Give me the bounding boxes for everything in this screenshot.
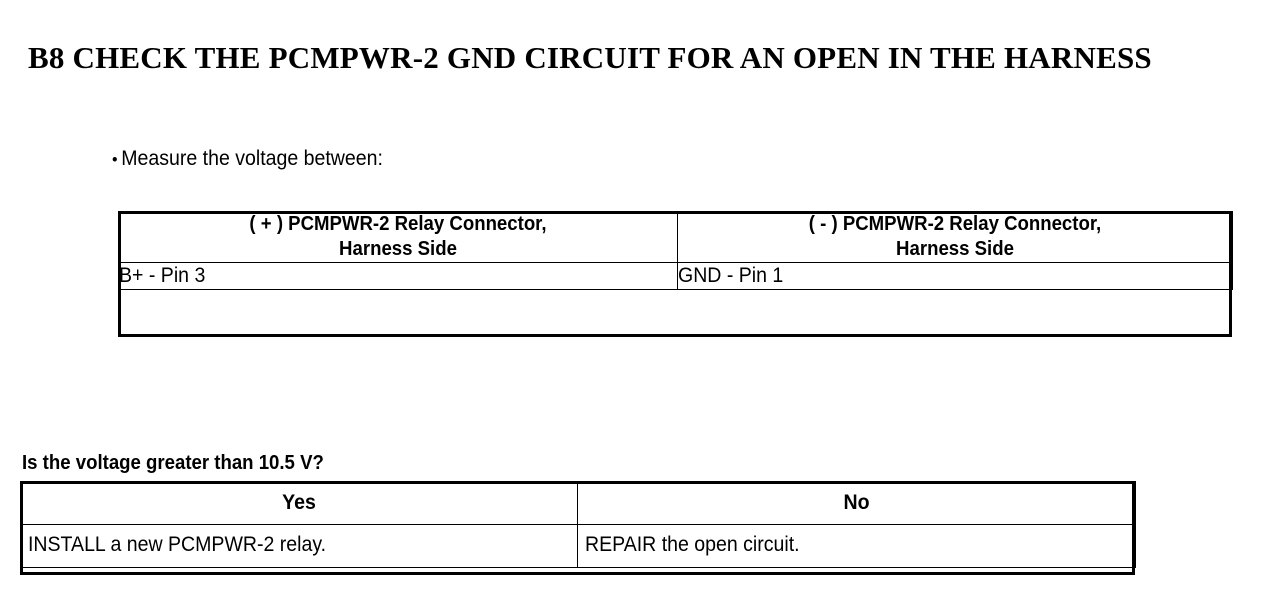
measurement-value-positive: B+ - Pin 3 xyxy=(119,264,206,287)
header-line-1: ( - ) PCMPWR-2 Relay Connector, xyxy=(808,213,1102,235)
decision-header-yes-label: Yes xyxy=(282,491,316,514)
measurement-table: ( + ) PCMPWR-2 Relay Connector, Harness … xyxy=(118,211,1233,290)
header-line-1: ( + ) PCMPWR-2 Relay Connector, xyxy=(249,213,547,235)
header-line-2: Harness Side xyxy=(339,238,457,260)
measurement-value-negative: GND - Pin 1 xyxy=(678,264,784,287)
table-header-row: Yes No xyxy=(20,481,1136,525)
instruction-bullet-row: • Measure the voltage between: xyxy=(112,145,383,174)
table-row: B+ - Pin 3 GND - Pin 1 xyxy=(118,262,1233,290)
decision-table: Yes No INSTALL a new PCMPWR-2 relay. REP… xyxy=(20,481,1136,568)
measurement-header-negative: ( - ) PCMPWR-2 Relay Connector, Harness … xyxy=(677,211,1233,263)
table-row: INSTALL a new PCMPWR-2 relay. REPAIR the… xyxy=(20,524,1136,568)
decision-header-yes: Yes xyxy=(20,481,578,525)
decision-header-no: No xyxy=(577,481,1136,525)
table-header-row: ( + ) PCMPWR-2 Relay Connector, Harness … xyxy=(118,211,1233,263)
decision-action-yes: INSTALL a new PCMPWR-2 relay. xyxy=(28,533,327,556)
question-text: Is the voltage greater than 10.5 V? xyxy=(22,452,324,474)
measurement-cell-negative: GND - Pin 1 xyxy=(677,262,1233,290)
decision-cell-yes: INSTALL a new PCMPWR-2 relay. xyxy=(20,524,578,568)
header-line-2: Harness Side xyxy=(896,238,1014,260)
decision-header-no-label: No xyxy=(843,491,870,514)
instruction-text: Measure the voltage between: xyxy=(121,147,383,170)
measurement-header-positive: ( + ) PCMPWR-2 Relay Connector, Harness … xyxy=(118,211,678,263)
page-title: B8 CHECK THE PCMPWR-2 GND CIRCUIT FOR AN… xyxy=(28,39,1152,75)
measurement-cell-positive: B+ - Pin 3 xyxy=(118,262,678,290)
decision-action-no: REPAIR the open circuit. xyxy=(585,533,800,556)
bullet-point-icon: • xyxy=(112,150,118,169)
decision-cell-no: REPAIR the open circuit. xyxy=(577,524,1136,568)
